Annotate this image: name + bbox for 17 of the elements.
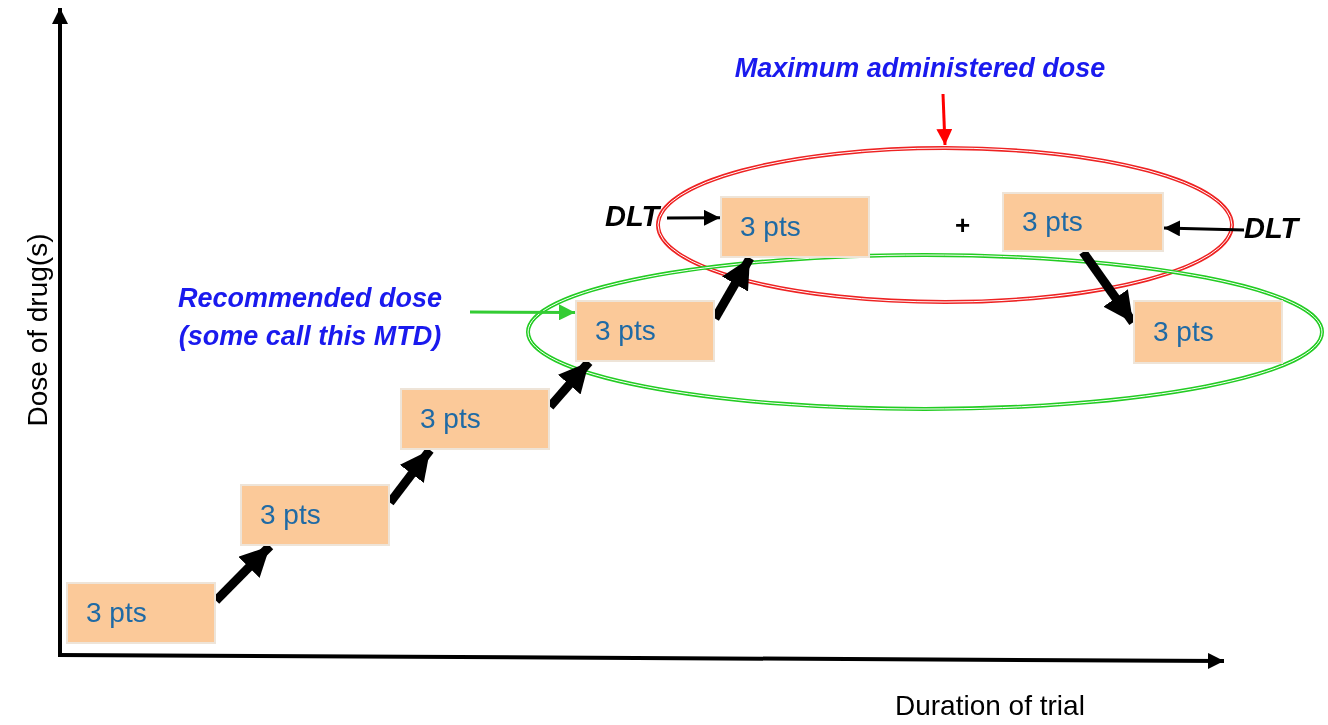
patient-cohort-box: 3 pts [1133, 300, 1283, 364]
axis-label: Duration of trial [895, 690, 1085, 722]
annotation-text: Maximum administered dose [690, 50, 1150, 94]
patient-cohort-box: 3 pts [575, 300, 715, 362]
axis-label: Dose of drug(s) [22, 233, 54, 427]
patient-cohort-box: 3 pts [720, 196, 870, 258]
patient-cohort-box: 3 pts [400, 388, 550, 450]
arrow [470, 304, 575, 321]
patient-cohort-box: 3 pts [240, 484, 390, 546]
arrow [936, 93, 953, 146]
dlt-label: DLT [1244, 212, 1306, 252]
arrow [1163, 220, 1245, 237]
dlt-label: DLT [605, 200, 667, 240]
plus-sign: + [955, 210, 971, 241]
annotation-text: Recommended dose (some call this MTD) [150, 280, 470, 360]
patient-cohort-box: 3 pts [1002, 192, 1164, 252]
patient-cohort-box: 3 pts [66, 582, 216, 644]
